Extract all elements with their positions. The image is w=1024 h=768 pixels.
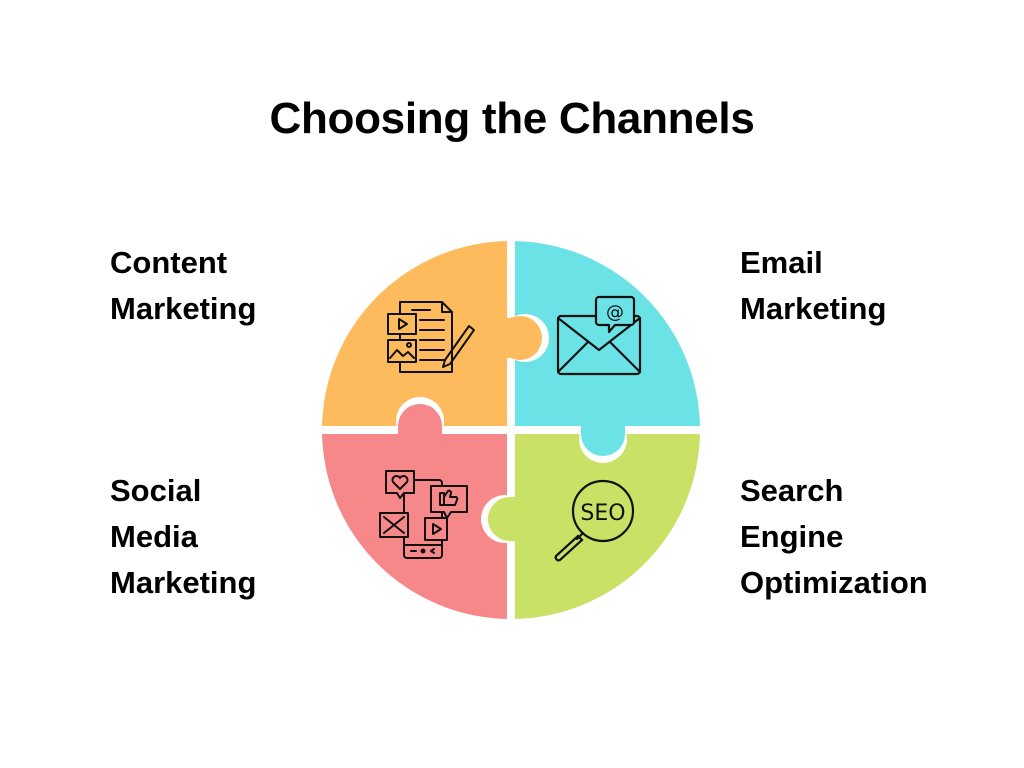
puzzle-piece-seo [515,434,700,619]
label-line: Search [740,473,844,508]
label-search-engine-optimization: Search Engine Optimization [740,468,928,606]
seo-magnifier-icon: SEO [554,479,635,562]
label-email-marketing: Email Marketing [740,240,886,332]
label-line: Media [110,519,198,554]
label-content-marketing: Content Marketing [110,240,256,332]
page-title: Choosing the Channels [269,94,755,143]
document-media-pencil-icon [387,301,475,373]
svg-text:@: @ [606,302,624,323]
label-social-media-marketing: Social Media Marketing [110,468,256,606]
envelope-at-icon: @ [556,295,642,376]
label-line: Email [740,245,823,280]
label-line: Engine [740,519,844,554]
label-line: Marketing [110,565,257,600]
label-line: Marketing [740,291,887,326]
social-media-phone-icon [379,470,468,559]
label-line: Content [110,245,228,280]
label-line: Optimization [740,565,928,600]
seo-text: SEO [580,501,625,526]
label-line: Social [110,473,202,508]
label-line: Marketing [110,291,257,326]
